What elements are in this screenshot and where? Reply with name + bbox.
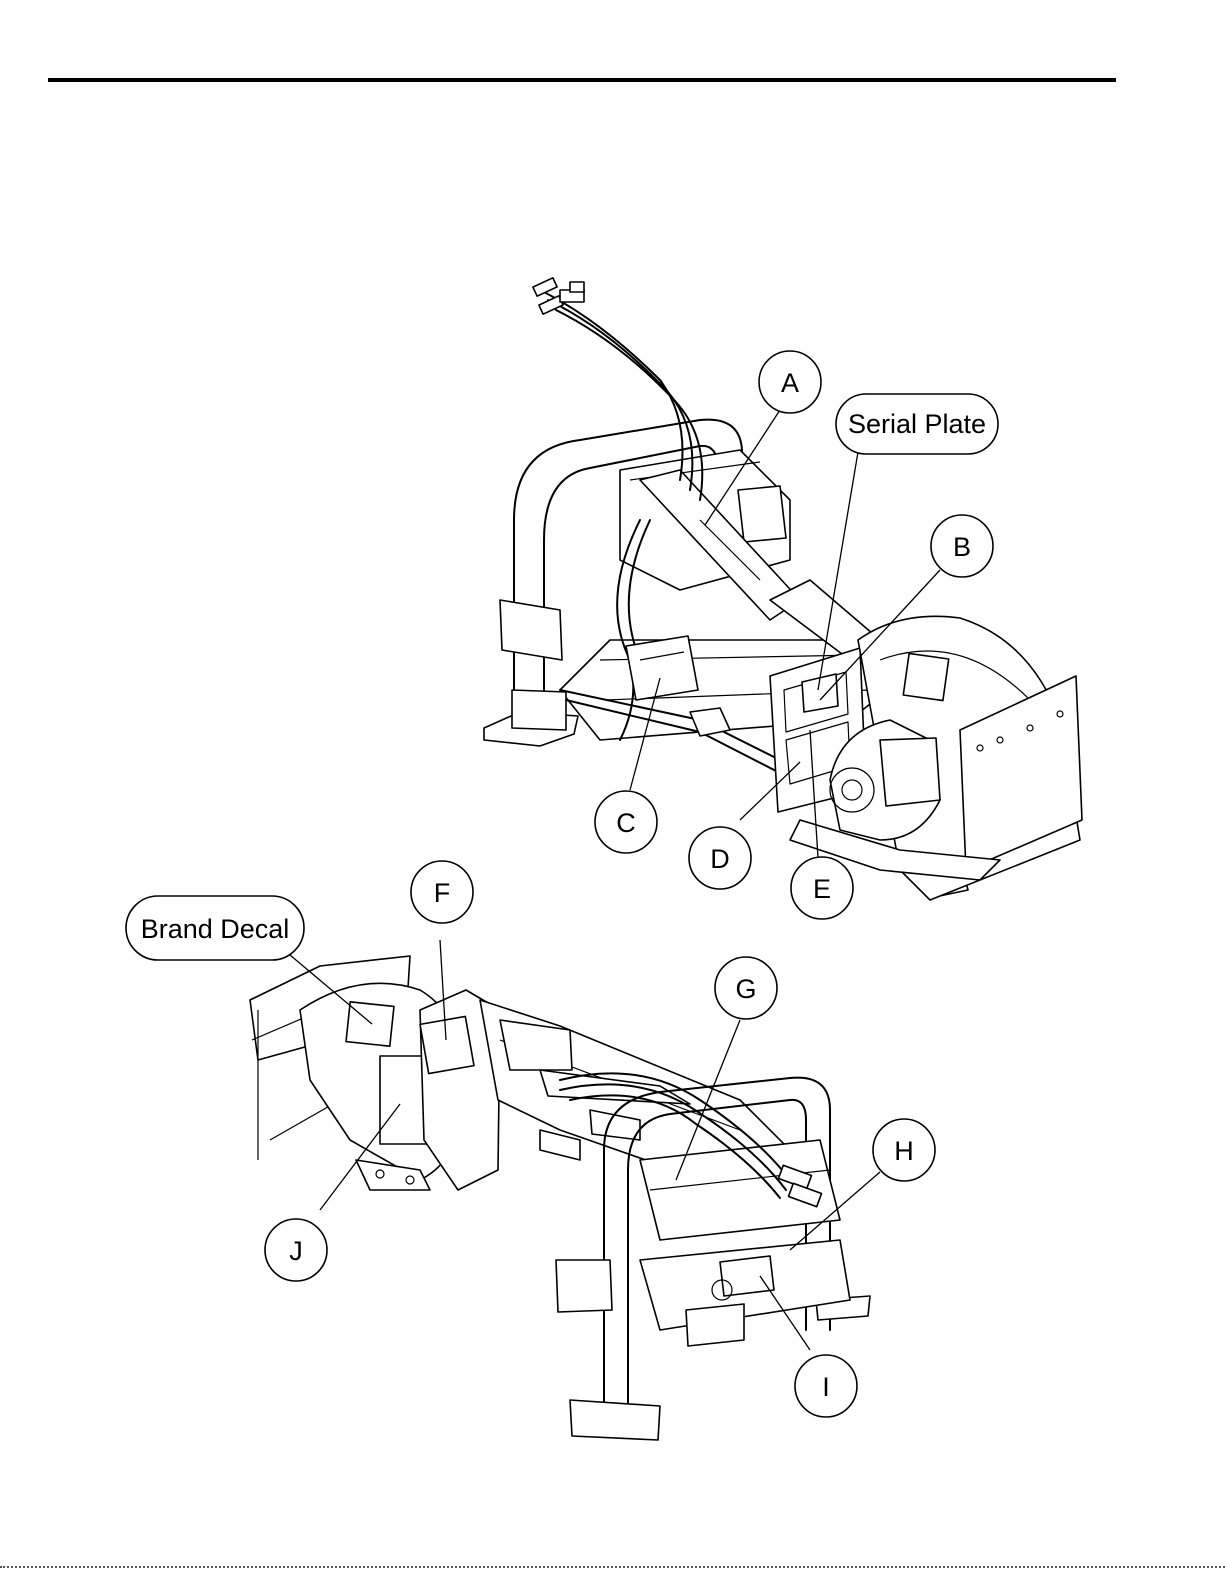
callout-a-label: A: [781, 368, 799, 398]
callout-i-label: I: [822, 1372, 830, 1402]
callout-h: H: [873, 1119, 935, 1181]
machine-view-rear: [250, 956, 870, 1440]
footer-rule: [0, 1566, 1225, 1568]
callout-d-label: D: [710, 844, 730, 874]
callout-g-label: G: [735, 974, 756, 1004]
callout-c-label: C: [616, 808, 636, 838]
callout-b: B: [931, 515, 993, 577]
callout-f-label: F: [434, 878, 451, 908]
callout-serial-plate-label: Serial Plate: [848, 409, 986, 439]
callout-c: C: [595, 791, 657, 853]
callout-serial-plate: Serial Plate: [836, 394, 998, 454]
callout-h-label: H: [894, 1136, 914, 1166]
callout-f: F: [411, 861, 473, 923]
callout-i: I: [795, 1355, 857, 1417]
callout-b-label: B: [953, 532, 971, 562]
callout-brand-decal: Brand Decal: [126, 896, 304, 960]
callout-j-label: J: [289, 1236, 303, 1266]
callout-a: A: [759, 351, 821, 413]
callout-e-label: E: [813, 874, 831, 904]
callout-g: G: [715, 957, 777, 1019]
callout-e: E: [791, 857, 853, 919]
callout-brand-decal-label: Brand Decal: [141, 914, 290, 944]
callout-d: D: [689, 827, 751, 889]
callout-j: J: [265, 1219, 327, 1281]
